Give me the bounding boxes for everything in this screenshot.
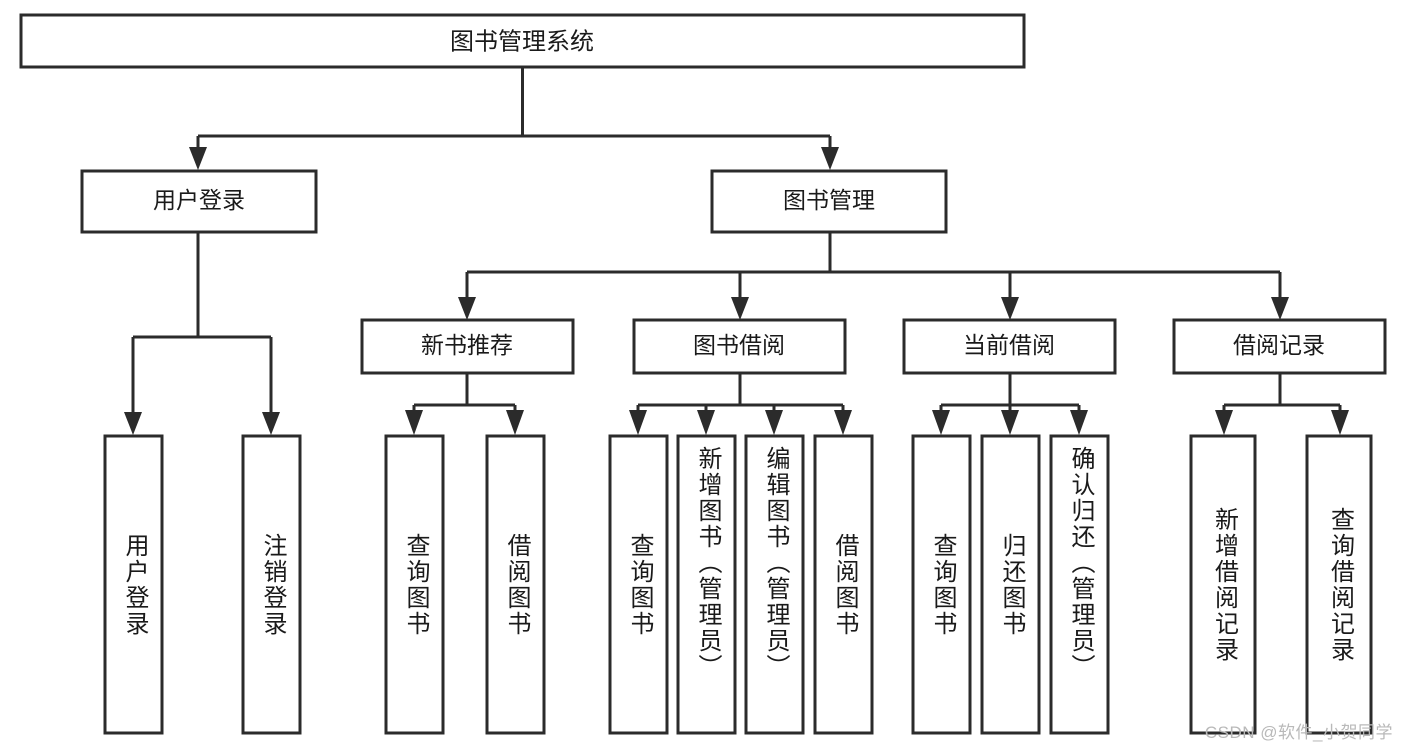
node-borrow-record[interactable]: 借阅记录 [1172,318,1387,375]
node-borrow-record-box[interactable] [1172,318,1387,375]
node-user-login-label: 用户登录 [153,187,245,213]
connector-group-borrow-record [1215,373,1349,435]
leaf-box-user-login[interactable] [103,434,164,735]
arrow-to-book-borrow [731,297,749,320]
arrow-to-leaf-return-book [1001,410,1019,435]
leaf-box-return-book[interactable] [980,434,1041,735]
connector-group-root [189,67,839,170]
leaf-box-borrow-book-2[interactable] [813,434,874,735]
node-new-book-recommend[interactable]: 新书推荐 [360,318,575,375]
node-borrow-record-label: 借阅记录 [1233,332,1325,358]
node-book-manage-box[interactable] [710,169,948,234]
leaf-box-query-book-3[interactable] [911,434,972,735]
node-user-login-box[interactable] [80,169,318,234]
leaf-box-confirm-return[interactable] [1049,434,1110,735]
node-current-borrow-label: 当前借阅 [963,332,1055,358]
leaf-box-add-book[interactable] [676,434,737,735]
node-user-login[interactable]: 用户登录 [80,169,318,234]
node-root-label: 图书管理系统 [450,28,594,55]
arrow-to-new-book [458,297,476,320]
connector-group-book-borrow [629,373,852,435]
arrow-to-user-login [189,147,207,170]
node-book-manage-label: 图书管理 [783,187,875,213]
node-new-book-recommend-box[interactable] [360,318,575,375]
node-book-borrow[interactable]: 图书借阅 [632,318,847,375]
node-current-borrow-box[interactable] [902,318,1117,375]
node-current-borrow[interactable]: 当前借阅 [902,318,1117,375]
leaf-box-edit-book[interactable] [744,434,805,735]
arrow-to-book-manage [821,147,839,170]
connector-group-current-borrow [932,373,1088,435]
arrow-to-leaf-query-book-1 [405,410,423,435]
connector-group-book-manage [458,232,1289,320]
arrow-to-leaf-add-record [1215,410,1233,435]
node-root[interactable]: 图书管理系统 [19,13,1026,69]
leaf-box-query-book-2[interactable] [608,434,669,735]
watermark-text: CSDN @软件_小贺同学 [1204,723,1393,742]
node-book-borrow-box[interactable] [632,318,847,375]
arrow-to-leaf-confirm-return [1070,410,1088,435]
arrow-to-leaf-query-book-2 [629,410,647,435]
leaf-box-add-record[interactable] [1189,434,1257,735]
node-root-box[interactable] [19,13,1026,69]
leaf-box-logout[interactable] [241,434,302,735]
leaf-box-query-book-1[interactable] [384,434,445,735]
arrow-to-leaf-add-book [697,410,715,435]
arrow-to-leaf-query-book-3 [932,410,950,435]
arrow-to-leaf-user-login [124,412,142,435]
arrow-to-leaf-borrow-book-1 [506,410,524,435]
arrow-to-leaf-logout [262,412,280,435]
arrow-to-current-borrow [1001,297,1019,320]
arrow-to-leaf-borrow-book-2 [834,410,852,435]
connector-group-new-book [405,373,524,435]
node-book-manage[interactable]: 图书管理 [710,169,948,234]
node-new-book-recommend-label: 新书推荐 [421,332,513,358]
arrow-to-leaf-edit-book [765,410,783,435]
arrow-to-borrow-record [1271,297,1289,320]
arrow-to-leaf-query-record [1331,410,1349,435]
leaf-box-query-record[interactable] [1305,434,1373,735]
connector-group-user-login [124,232,280,435]
leaf-box-borrow-book-1[interactable] [485,434,546,735]
node-book-borrow-label: 图书借阅 [693,332,785,358]
